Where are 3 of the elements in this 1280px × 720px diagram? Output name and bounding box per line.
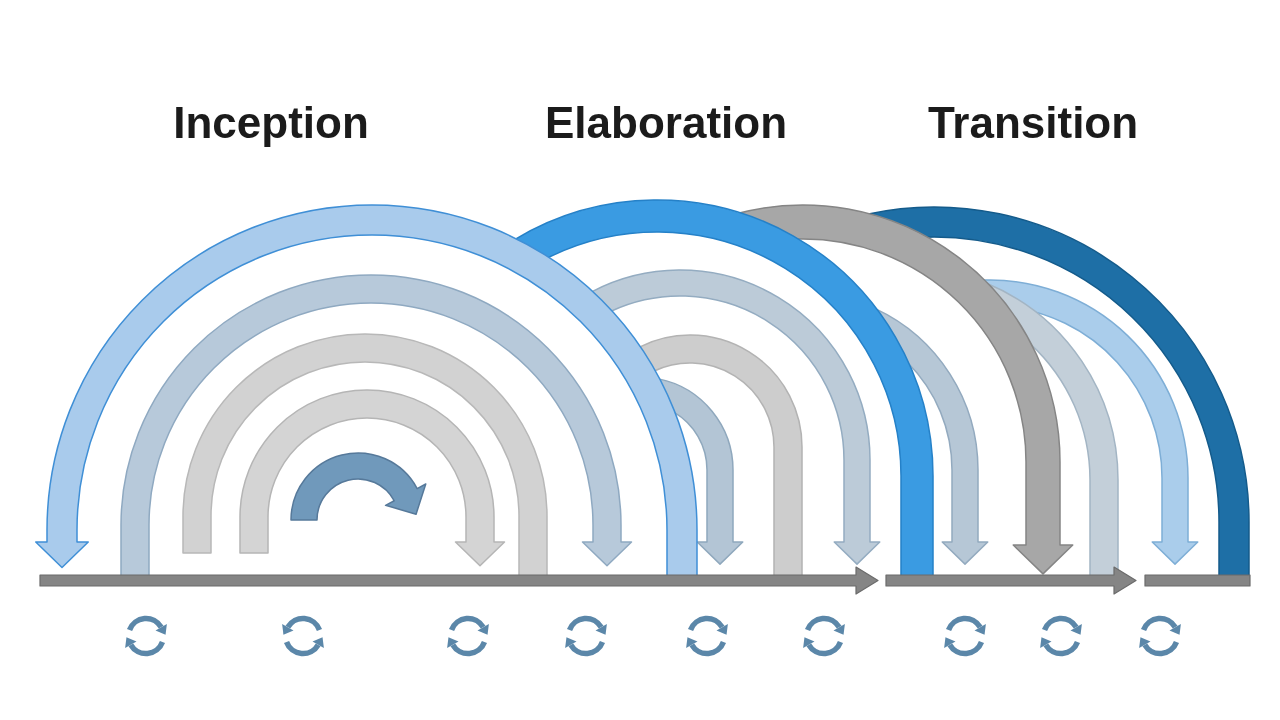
- phase-title: Inception: [173, 101, 369, 145]
- phase-title: Transition: [927, 101, 1139, 145]
- phase-title: Elaboration: [545, 101, 787, 145]
